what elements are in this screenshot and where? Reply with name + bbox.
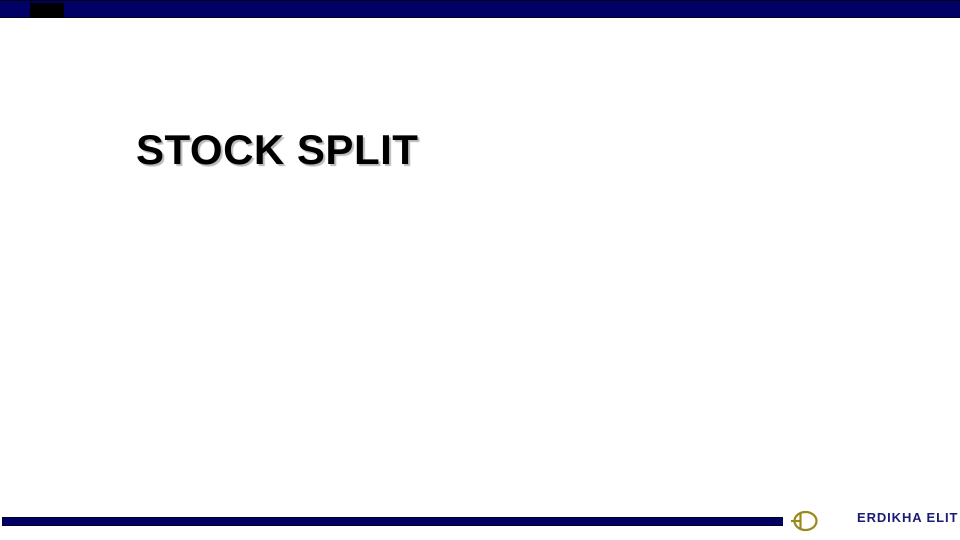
top-bar-dark-block: [30, 3, 64, 18]
top-accent-bar: [0, 0, 960, 18]
footer-brand-text: ERDIKHA ELIT: [857, 510, 959, 525]
erdikha-elit-logo-icon: [789, 509, 819, 533]
footer-rule: [2, 517, 783, 526]
slide-title: STOCK SPLIT: [136, 126, 419, 173]
